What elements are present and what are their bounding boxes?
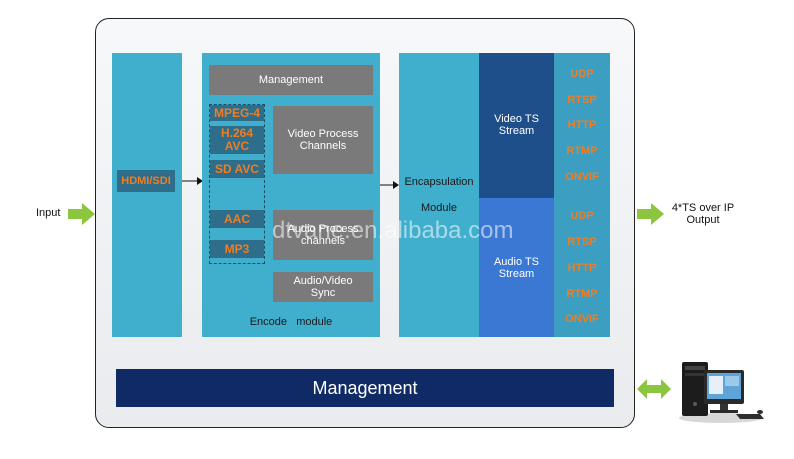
computer-icon (679, 362, 764, 423)
output-label: 4*TS over IP Output (668, 202, 738, 226)
audio-ts-stream-label: Audio TS Stream (493, 256, 540, 280)
protocol-rtmp: RTMP (566, 288, 598, 300)
codec-h264-avc: H.264 AVC (210, 126, 264, 154)
hdmi-sdi-column (112, 53, 182, 337)
codec-group (209, 104, 265, 264)
codec-mpeg4: MPEG-4 (210, 105, 264, 121)
input-arrow-icon (68, 203, 95, 225)
audio-protocol-column: UDP RTSP HTTP RTMP ONVIF (554, 198, 610, 337)
audio-process-block: Audio Process channels (273, 210, 373, 260)
encapsulation-module-label: Module (420, 202, 458, 214)
encapsulation-module (399, 53, 479, 337)
protocol-udp: UDP (570, 210, 594, 222)
input-label: Input (36, 207, 61, 219)
protocol-http: HTTP (567, 119, 597, 131)
output-label-line2: Output (686, 214, 720, 226)
codec-mp3: MP3 (210, 240, 264, 258)
protocol-http: HTTP (567, 262, 597, 274)
protocol-onvif: ONVIF (565, 171, 599, 183)
protocol-onvif: ONVIF (565, 313, 599, 325)
encode-module-label: Encode module (249, 316, 333, 328)
arrow-right-icon (380, 181, 399, 189)
protocol-rtmp: RTMP (566, 145, 598, 157)
protocol-rtsp: RTSP (567, 236, 597, 248)
arrow-right-icon (182, 177, 203, 185)
codec-aac: AAC (210, 210, 264, 228)
encapsulation-label: Encapsulation (404, 176, 474, 188)
bidirectional-arrow-icon (637, 379, 671, 399)
video-protocol-column: UDP RTSP HTTP RTMP ONVIF (554, 53, 610, 198)
video-process-block: Video Process Channels (273, 106, 373, 174)
hdmi-sdi-block: HDMI/SDI (117, 170, 175, 192)
protocol-rtsp: RTSP (567, 94, 597, 106)
audio-ts-stream (479, 198, 554, 337)
output-label-line1: 4*TS over IP (671, 202, 735, 214)
codec-sd-avc: SD AVC (210, 160, 264, 178)
output-arrow-icon (637, 203, 664, 225)
video-ts-stream-label: Video TS Stream (494, 113, 539, 137)
management-bar: Management (116, 369, 614, 407)
encode-management-block: Management (209, 65, 373, 95)
watermark: dtvane.en.alibaba.com (272, 217, 514, 244)
av-sync-block: Audio/Video Sync (273, 272, 373, 302)
video-ts-stream (479, 53, 554, 198)
protocol-udp: UDP (570, 68, 594, 80)
